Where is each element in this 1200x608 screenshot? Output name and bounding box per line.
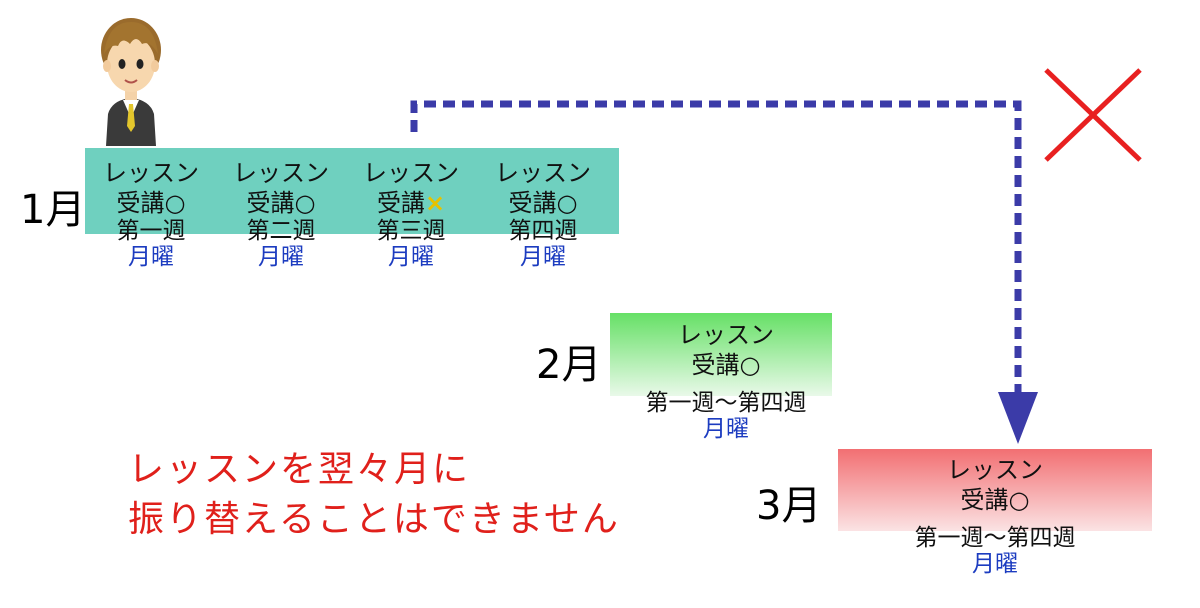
- march-lesson: レッスン 受講○ 第一週〜第四週 月曜: [880, 455, 1110, 577]
- lesson-label: レッスン: [103, 159, 199, 187]
- day-label: 月曜: [388, 244, 434, 270]
- january-week-3: レッスン 受講× 第三週 月曜: [346, 158, 476, 270]
- attended-mark: ○: [739, 351, 761, 379]
- attendance-label: 受講○: [246, 189, 316, 217]
- lesson-label: レッスン: [678, 321, 774, 349]
- missed-mark: ×: [424, 189, 446, 217]
- day-label: 月曜: [258, 244, 304, 270]
- attended-mark: ○: [164, 189, 186, 217]
- attended-mark: ○: [556, 189, 578, 217]
- month-label-march: 3月: [756, 483, 822, 529]
- attendance-label: 受講×: [376, 189, 446, 217]
- student-avatar-icon: [101, 18, 161, 146]
- attendance-label: 受講○: [691, 351, 761, 379]
- note-line-1: レッスンを翌々月に: [128, 449, 471, 490]
- february-lesson: レッスン 受講○ 第一週〜第四週 月曜: [611, 320, 841, 442]
- attended-mark: ○: [294, 189, 316, 217]
- month-label-january: 1月: [20, 187, 86, 233]
- february-lesson-band: [610, 313, 832, 396]
- january-week-2: レッスン 受講○ 第二週 月曜: [216, 158, 346, 270]
- week-label: 第四週: [508, 218, 578, 244]
- day-label: 月曜: [972, 551, 1018, 577]
- not-allowed-cross-icon: [1044, 68, 1142, 162]
- month-label-february: 2月: [536, 342, 602, 388]
- lesson-label: レッスン: [947, 456, 1043, 484]
- lesson-label: レッスン: [233, 159, 329, 187]
- january-week-4: レッスン 受講○ 第四週 月曜: [478, 158, 608, 270]
- dashed-arrow-icon: [410, 100, 1038, 444]
- note-line-2: 振り替えることはできません: [128, 499, 620, 540]
- lesson-label: レッスン: [363, 159, 459, 187]
- week-label: 第一週: [116, 218, 186, 244]
- day-label: 月曜: [128, 244, 174, 270]
- attendance-label: 受講○: [508, 189, 578, 217]
- attendance-label: 受講○: [960, 486, 1030, 514]
- week-range-label: 第一週〜第四週: [914, 525, 1076, 551]
- attended-mark: ○: [1008, 486, 1030, 514]
- day-label: 月曜: [520, 244, 566, 270]
- week-label: 第二週: [246, 218, 316, 244]
- march-lesson-band: [838, 449, 1152, 531]
- january-week-1: レッスン 受講○ 第一週 月曜: [86, 158, 216, 270]
- lesson-label: レッスン: [495, 159, 591, 187]
- january-lesson-band: [85, 148, 619, 234]
- attendance-label: 受講○: [116, 189, 186, 217]
- day-label: 月曜: [703, 416, 749, 442]
- week-label: 第三週: [376, 218, 446, 244]
- week-range-label: 第一週〜第四週: [645, 390, 807, 416]
